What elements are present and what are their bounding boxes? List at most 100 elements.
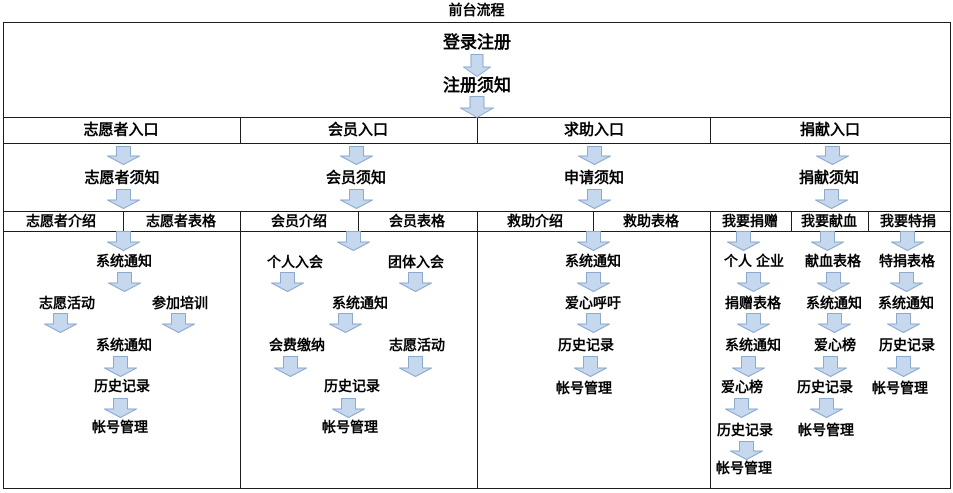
node-volunteer-notice: 志愿者须知 — [84, 169, 160, 187]
node-rescue-intro: 救助介绍 — [507, 212, 563, 229]
down-arrow-icon — [809, 398, 843, 418]
grid-line — [868, 211, 869, 232]
node-volunteer-form: 志愿者表格 — [146, 212, 216, 229]
down-arrow-icon — [736, 272, 770, 292]
node-register-notice: 注册须知 — [443, 76, 511, 96]
down-arrow-icon — [339, 146, 373, 165]
down-arrow-icon — [103, 356, 137, 377]
node-donate-special: 我要特捐 — [880, 212, 936, 229]
down-arrow-icon — [724, 398, 758, 418]
grid-line — [593, 211, 594, 232]
grid-line — [3, 211, 950, 212]
node-v-account: 帐号管理 — [92, 418, 148, 435]
node-apply-notice: 申请须知 — [563, 169, 625, 187]
node-g-account: 帐号管理 — [716, 459, 772, 476]
node-b-history: 历史记录 — [797, 378, 853, 395]
node-member-form: 会员表格 — [389, 212, 445, 229]
down-arrow-icon — [107, 272, 141, 292]
node-g-donate-form: 捐赠表格 — [725, 294, 781, 311]
node-donate-gift: 我要捐赠 — [722, 212, 778, 229]
down-arrow-icon — [729, 441, 763, 460]
down-arrow-icon — [889, 272, 923, 292]
down-arrow-icon — [270, 272, 304, 292]
node-h-account: 帐号管理 — [556, 379, 612, 396]
page-title: 前台流程 — [448, 2, 505, 18]
down-arrow-icon — [813, 356, 847, 377]
down-arrow-icon — [817, 313, 851, 333]
node-rescue-form: 救助表格 — [623, 212, 679, 229]
down-arrow-icon — [886, 313, 920, 333]
node-h-system-notice: 系统通知 — [565, 252, 621, 269]
down-arrow-icon — [336, 231, 370, 251]
grid-line — [358, 211, 359, 232]
node-b-blood-form: 献血表格 — [805, 252, 861, 269]
node-b-love-list: 爱心榜 — [814, 336, 856, 353]
node-g-system-notice: 系统通知 — [725, 336, 781, 353]
down-arrow-icon — [577, 189, 611, 209]
node-m-volunteer-activity: 志愿活动 — [389, 336, 445, 353]
node-v-history: 历史记录 — [94, 377, 150, 394]
down-arrow-icon — [106, 231, 140, 251]
node-b-system-notice: 系统通知 — [806, 294, 862, 311]
down-arrow-icon — [398, 356, 432, 377]
node-m-history: 历史记录 — [324, 377, 380, 394]
down-arrow-icon — [736, 313, 770, 333]
down-arrow-icon — [577, 146, 611, 165]
node-m-group-join: 团体入会 — [388, 253, 444, 270]
node-donate-blood: 我要献血 — [801, 212, 857, 229]
down-arrow-icon — [890, 231, 924, 251]
down-arrow-icon — [339, 189, 373, 209]
down-arrow-icon — [576, 231, 610, 251]
node-m-fee-payment: 会费缴纳 — [269, 336, 325, 353]
down-arrow-icon — [576, 313, 610, 333]
down-arrow-icon — [573, 356, 607, 377]
node-v-join-training: 参加培训 — [152, 294, 208, 311]
grid-line — [477, 211, 478, 488]
grid-line — [710, 211, 711, 488]
grid-line — [240, 211, 241, 488]
node-s-special-form: 特捐表格 — [879, 252, 935, 269]
node-m-account: 帐号管理 — [322, 418, 378, 435]
node-v-volunteer-activity: 志愿活动 — [39, 294, 95, 311]
node-v-system-notice-2: 系统通知 — [96, 336, 152, 353]
node-s-system-notice: 系统通知 — [878, 294, 934, 311]
down-arrow-icon — [398, 272, 432, 292]
node-member-intro: 会员介绍 — [271, 212, 327, 229]
down-arrow-icon — [816, 272, 850, 292]
node-v-system-notice-1: 系统通知 — [96, 252, 152, 269]
node-g-person-company: 个人 企业 — [724, 252, 784, 269]
grid-line — [791, 211, 792, 232]
down-arrow-icon — [273, 356, 307, 377]
down-arrow-icon — [886, 356, 920, 377]
grid-line — [3, 143, 950, 144]
down-arrow-icon — [731, 356, 765, 377]
down-arrow-icon — [328, 313, 362, 333]
down-arrow-icon — [103, 398, 137, 418]
down-arrow-icon — [726, 231, 760, 251]
table-outer-border — [3, 22, 951, 489]
node-member-entry: 会员入口 — [327, 121, 389, 139]
down-arrow-icon — [460, 96, 494, 118]
node-volunteer-intro: 志愿者介绍 — [26, 212, 96, 229]
node-m-personal-join: 个人入会 — [267, 253, 323, 270]
down-arrow-icon — [331, 398, 365, 418]
grid-line — [3, 231, 950, 232]
node-m-system-notice: 系统通知 — [332, 294, 388, 311]
down-arrow-icon — [463, 54, 491, 77]
node-donation-entry: 捐献入口 — [799, 121, 861, 139]
node-g-history: 历史记录 — [717, 421, 773, 438]
node-member-notice: 会员须知 — [325, 169, 387, 187]
grid-line — [123, 211, 124, 232]
down-arrow-icon — [576, 272, 610, 292]
grid-line — [710, 117, 711, 144]
node-h-love-appeal: 爱心呼吁 — [565, 294, 621, 311]
down-arrow-icon — [106, 146, 140, 165]
down-arrow-icon — [814, 189, 848, 209]
down-arrow-icon — [161, 313, 195, 333]
node-help-entry: 求助入口 — [563, 121, 625, 139]
node-donation-notice: 捐献须知 — [798, 169, 860, 187]
node-login-register: 登录注册 — [443, 33, 511, 53]
down-arrow-icon — [810, 231, 844, 251]
node-h-history: 历史记录 — [558, 336, 614, 353]
